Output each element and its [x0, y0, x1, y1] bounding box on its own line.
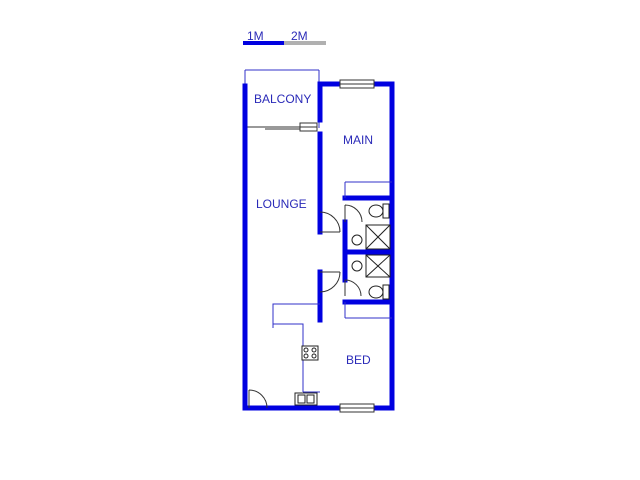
sink — [294, 392, 318, 406]
bathroom-walls — [342, 195, 395, 305]
toilet-bed-bath — [368, 284, 390, 300]
basin-bed-bath — [351, 260, 363, 272]
room-label-bed: BED — [346, 353, 371, 367]
scale-bar: 1M 2M — [243, 29, 326, 45]
door-main-bath — [344, 204, 363, 223]
wardrobe-bed — [344, 302, 392, 319]
door-lounge-bed — [319, 271, 341, 293]
door-lounge-main — [319, 211, 341, 233]
window-main — [339, 79, 375, 89]
stove — [301, 345, 319, 361]
door-bed-bath — [344, 279, 362, 297]
shower-bed-bath — [365, 254, 391, 278]
basin-main-bath — [351, 234, 363, 246]
wardrobe-main — [344, 181, 392, 198]
window-bed — [339, 403, 375, 413]
scale-label-2m: 2M — [291, 29, 308, 43]
outer-walls — [242, 81, 395, 411]
room-label-main: MAIN — [343, 133, 373, 147]
room-label-lounge: LOUNGE — [256, 197, 307, 211]
shower-main-bath — [365, 224, 391, 250]
scale-label-1m: 1M — [247, 29, 264, 43]
kitchen-counter — [272, 303, 320, 393]
room-label-balcony: BALCONY — [254, 92, 311, 106]
toilet-main-bath — [368, 203, 390, 219]
sliding-door — [247, 122, 318, 132]
door-entrance — [248, 389, 268, 409]
